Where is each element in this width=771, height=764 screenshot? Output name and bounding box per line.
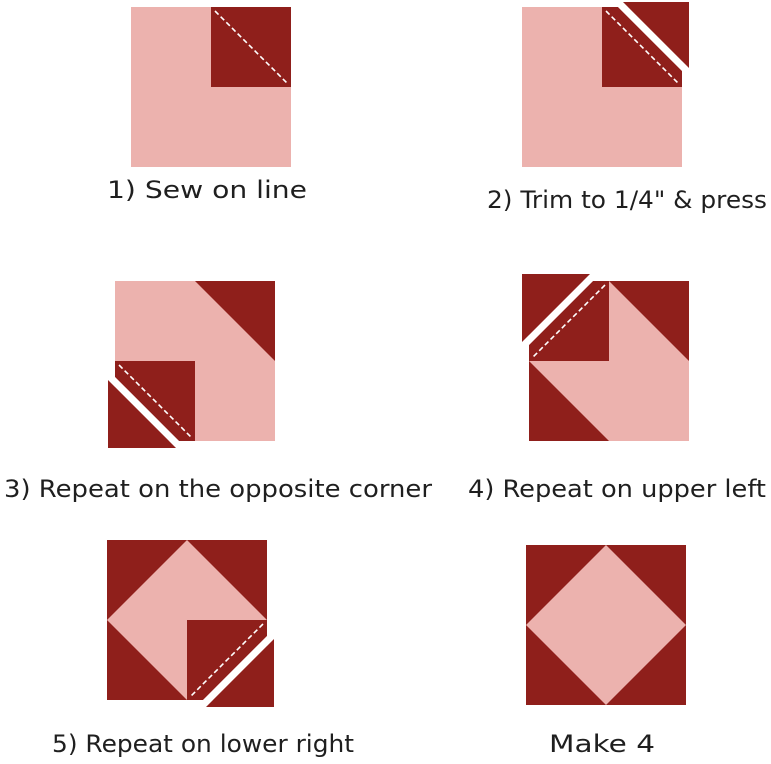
- step-2-trim-and-press: 2) Trim to 1/4" & press: [487, 0, 767, 214]
- step-3-label: 3) Repeat on the opposite corner: [4, 475, 432, 503]
- step-4-upper-left: 4) Repeat on upper left: [468, 274, 766, 503]
- step-4-label: 4) Repeat on upper left: [468, 475, 766, 503]
- step-2-label: 2) Trim to 1/4" & press: [487, 186, 767, 214]
- step-5-lower-right: 5) Repeat on lower right: [52, 540, 354, 758]
- step-6-finished-block: Make 4: [526, 545, 686, 758]
- step-6-label: Make 4: [549, 730, 655, 758]
- step-5-label: 5) Repeat on lower right: [52, 730, 354, 758]
- step-3-opposite-corner: 3) Repeat on the opposite corner: [4, 281, 432, 503]
- step-1-label: 1) Sew on line: [107, 176, 307, 204]
- step-1-sew-on-line: 1) Sew on line: [107, 7, 307, 204]
